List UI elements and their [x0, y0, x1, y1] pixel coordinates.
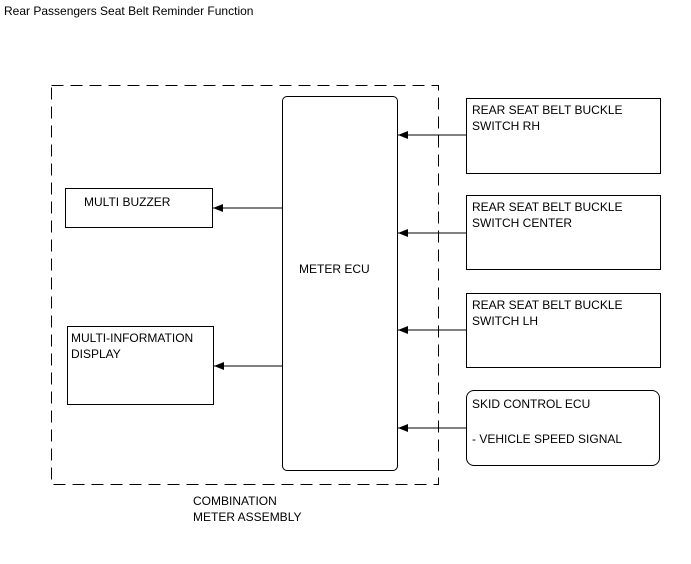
skid-ecu-label-line1: SKID CONTROL ECU — [472, 397, 591, 411]
switch-rh-label-line2: SWITCH RH — [472, 119, 540, 133]
multi-buzzer-label: MULTI BUZZER — [84, 195, 171, 209]
switch-lh-box: REAR SEAT BELT BUCKLE SWITCH LH — [466, 293, 661, 368]
multi-info-label-line1: MULTI-INFORMATION — [71, 331, 194, 345]
switch-rh-box: REAR SEAT BELT BUCKLE SWITCH RH — [466, 98, 661, 174]
switch-rh-label-line1: REAR SEAT BELT BUCKLE — [472, 103, 623, 117]
assembly-label-line2: METER ASSEMBLY — [193, 510, 302, 524]
multi-info-label-line2: DISPLAY — [71, 347, 121, 361]
assembly-label-line1: COMBINATION — [193, 494, 277, 508]
switch-center-label-line1: REAR SEAT BELT BUCKLE — [472, 200, 623, 214]
skid-ecu-label-line2: - VEHICLE SPEED SIGNAL — [472, 432, 623, 446]
switch-lh-label-line2: SWITCH LH — [472, 314, 538, 328]
switch-lh-label-line1: REAR SEAT BELT BUCKLE — [472, 298, 623, 312]
meter-ecu-box: METER ECU — [282, 96, 398, 471]
multi-buzzer-box: MULTI BUZZER — [65, 188, 213, 228]
multi-information-display-box: MULTI-INFORMATION DISPLAY — [67, 326, 214, 405]
skid-control-ecu-box: SKID CONTROL ECU - VEHICLE SPEED SIGNAL — [466, 390, 660, 466]
assembly-boundary — [51, 85, 439, 485]
switch-center-label-line2: SWITCH CENTER — [472, 216, 572, 230]
switch-center-box: REAR SEAT BELT BUCKLE SWITCH CENTER — [466, 195, 661, 270]
diagram-title: Rear Passengers Seat Belt Reminder Funct… — [4, 4, 254, 18]
meter-ecu-label: METER ECU — [299, 262, 370, 276]
